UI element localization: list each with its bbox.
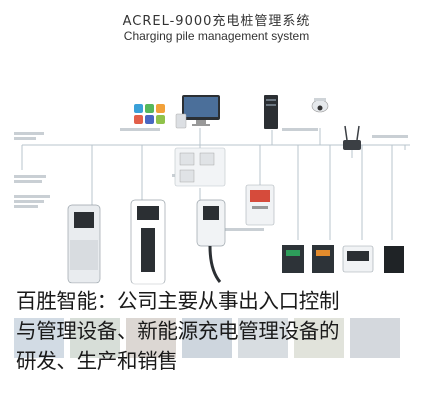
camera-icon (311, 98, 329, 113)
router-icon (343, 125, 361, 150)
caption: 百胜智能：公司主要从事出入口控制 与管理设备、新能源充电管理设备的 研发、生产和… (16, 286, 432, 376)
charger-icon (245, 184, 275, 226)
monitor-icon (175, 95, 220, 129)
caption-backdrop (0, 283, 433, 400)
caption-line-1: 百胜智能：公司主要从事出入口控制 (16, 289, 340, 313)
meter-icon (174, 147, 226, 187)
label-placeholders (14, 128, 408, 231)
caption-line-2: 与管理设备、新能源充电管理设备的 (16, 319, 340, 343)
app-icons (134, 104, 165, 124)
server-icon (264, 95, 278, 129)
charging-pile-2 (130, 199, 166, 285)
charging-pile-1 (67, 204, 101, 284)
charging-pile-3 (196, 199, 226, 283)
system-title-en: Charging pile management system (123, 29, 310, 43)
caption-line-3: 研发、生产和销售 (16, 349, 178, 373)
system-title-cn: ACREL-9000充电桩管理系统 (122, 14, 311, 29)
small-devices (282, 245, 404, 273)
